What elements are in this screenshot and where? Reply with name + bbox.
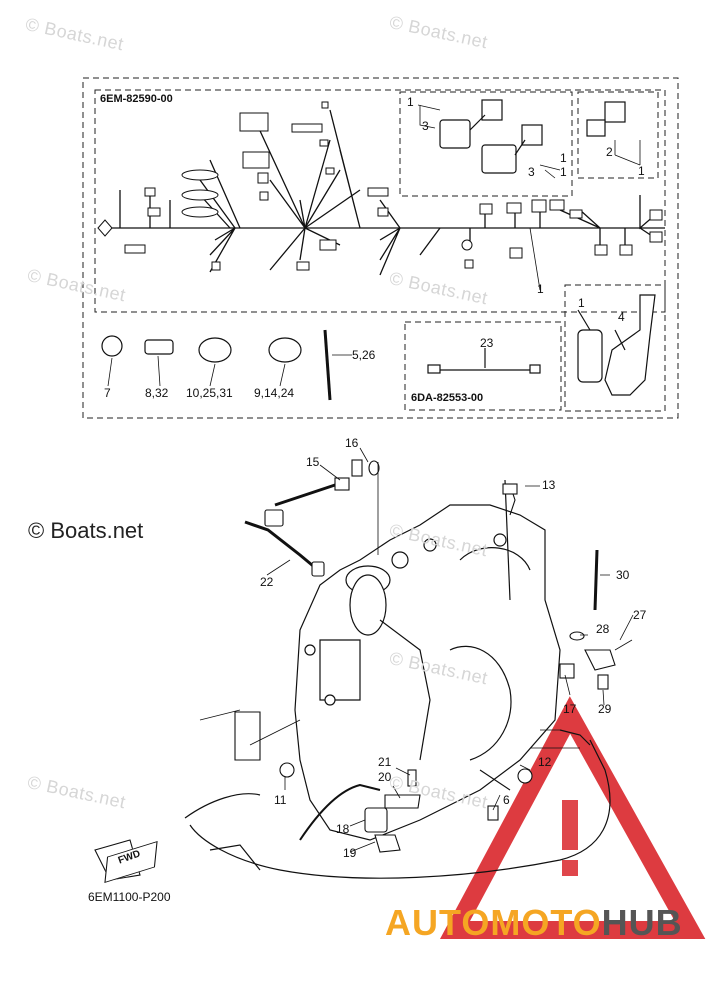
callout-29: 29	[598, 702, 612, 716]
callout-9-14-24: 9,14,24	[254, 386, 295, 400]
wire-harness	[105, 109, 665, 276]
callout-18: 18	[336, 822, 350, 836]
callout-13: 13	[542, 478, 556, 492]
callout-12: 12	[538, 755, 552, 769]
automotohub-logo: AUTOMOTOHUB	[385, 902, 683, 944]
callout-22: 22	[260, 575, 274, 589]
callout-27: 27	[633, 608, 647, 622]
callout-16: 16	[345, 436, 359, 450]
callout-1: 1	[638, 164, 645, 178]
callout-23: 23	[480, 336, 494, 350]
callout-21: 21	[378, 755, 392, 769]
callout-30: 30	[616, 568, 630, 582]
sensor-part-4	[577, 294, 656, 396]
callout-10-25-31: 10,25,31	[186, 386, 233, 400]
boats-net-watermark: © Boats.net	[28, 518, 144, 543]
relay-parts	[439, 99, 626, 174]
callout-7: 7	[104, 386, 111, 400]
callout-19: 19	[343, 846, 357, 860]
brand-part1: AUTOMOTO	[385, 902, 602, 943]
callout-2: 2	[606, 145, 613, 159]
callout-1: 1	[560, 165, 567, 179]
lead-wire-23	[427, 348, 541, 374]
clamp-leaders	[107, 354, 352, 387]
callout-6: 6	[503, 793, 510, 807]
callout-3: 3	[422, 119, 429, 133]
brand-triangle-icon	[439, 696, 706, 939]
callout-8-32: 8,32	[145, 386, 169, 400]
harness-part-code: 6EM-82590-00	[100, 93, 173, 105]
harness-connectors	[97, 101, 663, 271]
callout-15: 15	[306, 455, 320, 469]
callout-1: 1	[578, 296, 585, 310]
callout-28: 28	[596, 622, 610, 636]
callout-4: 4	[618, 310, 625, 324]
callout-1: 1	[407, 95, 414, 109]
callout-3: 3	[528, 165, 535, 179]
callout-11: 11	[274, 793, 287, 807]
engine-block	[294, 479, 561, 841]
callout-17: 17	[563, 702, 577, 716]
callout-1: 1	[537, 282, 544, 296]
callout-5-26: 5,26	[352, 348, 376, 362]
harness-frame	[82, 77, 679, 419]
lower-leaders	[199, 447, 634, 853]
brand-part2: HUB	[601, 902, 683, 943]
drawing-number: 6EM1100-P200	[88, 890, 171, 904]
leader-lines	[417, 104, 641, 291]
lower-cowl-bracket	[184, 729, 611, 879]
callout-1: 1	[560, 151, 567, 165]
lead-part-code: 6DA-82553-00	[411, 392, 484, 404]
callout-20: 20	[378, 770, 392, 784]
clamps	[101, 329, 332, 401]
